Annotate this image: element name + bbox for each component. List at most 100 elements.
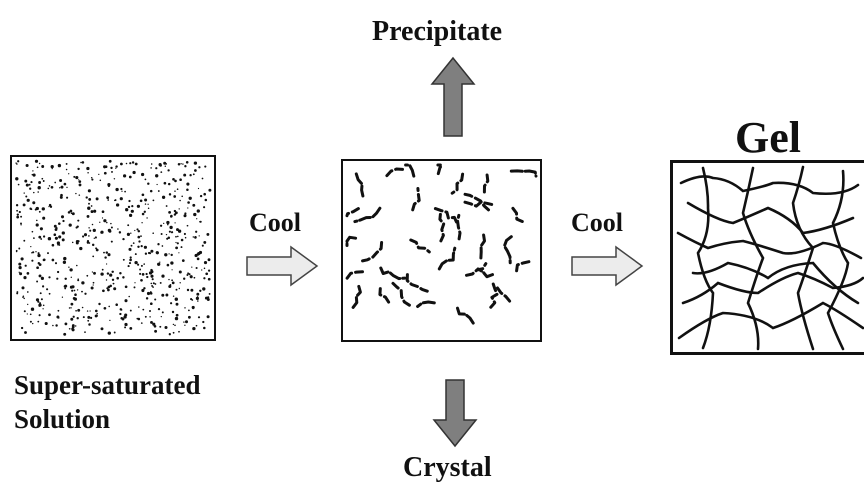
solute-dot xyxy=(128,295,130,298)
solute-dot xyxy=(92,281,95,284)
solute-dot xyxy=(59,195,63,199)
solute-dot xyxy=(178,270,182,274)
solute-dot xyxy=(98,302,101,306)
solute-dot xyxy=(174,297,178,301)
solute-dot xyxy=(163,222,165,225)
solute-dot xyxy=(71,328,75,332)
solute-dot xyxy=(76,289,79,291)
solute-dot xyxy=(194,253,198,258)
solute-dot xyxy=(24,179,28,183)
solute-dot xyxy=(134,282,136,284)
solute-dot xyxy=(16,215,20,219)
solute-dot xyxy=(115,165,118,168)
solute-dot xyxy=(115,167,117,169)
solute-dot xyxy=(103,306,107,310)
solute-dot xyxy=(127,265,130,268)
solute-dot xyxy=(208,188,212,192)
solute-dot xyxy=(94,309,98,313)
solute-dot xyxy=(106,287,109,290)
solute-dot xyxy=(92,255,95,258)
solute-dot xyxy=(42,258,45,262)
solute-dot xyxy=(41,276,44,279)
solute-dot xyxy=(140,264,143,267)
gel-box xyxy=(670,160,864,355)
solute-dot xyxy=(124,299,128,303)
solute-dot xyxy=(124,313,128,317)
solute-dot xyxy=(84,331,86,333)
solute-dot xyxy=(184,214,187,217)
solute-dot xyxy=(160,315,162,318)
solute-dot xyxy=(167,169,170,172)
solute-dot xyxy=(163,181,167,185)
solute-dot xyxy=(192,173,195,176)
solute-dot xyxy=(144,315,147,318)
solute-dot xyxy=(182,163,184,165)
solute-dot xyxy=(71,289,74,292)
solute-dot xyxy=(63,332,67,336)
solute-dot xyxy=(64,322,68,326)
solute-dot xyxy=(172,331,175,334)
solute-dot xyxy=(75,309,77,312)
solute-dot xyxy=(94,314,98,318)
solute-dot xyxy=(105,279,108,281)
solute-dot xyxy=(141,173,145,176)
solute-dot xyxy=(156,183,158,186)
solute-dot xyxy=(124,326,127,329)
solute-dot xyxy=(120,187,123,191)
aggregate-chain xyxy=(404,163,416,178)
aggregate-chain xyxy=(438,211,446,243)
solute-dot xyxy=(119,308,123,311)
solute-dot xyxy=(84,292,87,295)
solute-dot xyxy=(174,190,176,192)
solute-dot xyxy=(199,221,201,223)
aggregate-chain xyxy=(416,300,436,308)
solute-dot xyxy=(178,287,180,290)
solute-dot xyxy=(141,288,145,293)
solute-dot xyxy=(63,256,67,261)
solute-dot xyxy=(141,212,145,216)
solute-dot xyxy=(91,243,95,247)
solute-dot xyxy=(152,282,155,285)
solute-dot xyxy=(18,247,21,250)
precipitate-label: Precipitate xyxy=(372,16,503,47)
solute-dot xyxy=(91,178,94,181)
solute-dot xyxy=(175,235,177,238)
aggregate-chain xyxy=(345,270,364,280)
solution-caption-line2: Solution xyxy=(14,404,111,434)
solute-dot xyxy=(48,313,51,317)
solute-dot xyxy=(186,288,190,292)
solute-dot xyxy=(161,274,165,278)
solute-dot xyxy=(87,319,90,322)
solute-dot xyxy=(196,296,199,298)
solute-dot xyxy=(23,239,26,242)
aggregate-chain xyxy=(379,266,407,281)
solute-dot xyxy=(42,308,44,310)
solute-dot xyxy=(118,231,122,234)
solute-dot xyxy=(18,210,21,214)
aggregate-chain xyxy=(353,206,382,224)
solute-dot xyxy=(107,228,112,233)
solute-dot xyxy=(160,233,163,235)
solute-dot xyxy=(195,230,198,233)
solute-dot xyxy=(36,219,38,222)
solute-dot xyxy=(129,326,133,330)
solute-dot xyxy=(81,290,83,293)
solute-dot xyxy=(143,263,145,265)
solute-dot xyxy=(87,189,91,193)
solute-dot xyxy=(129,256,132,259)
solute-dot xyxy=(171,279,174,282)
solute-dot xyxy=(149,316,151,318)
up-arrow-icon xyxy=(430,56,476,137)
aggregate-chain xyxy=(354,172,365,198)
solute-dot xyxy=(124,285,128,289)
solute-dot xyxy=(86,239,90,243)
solute-dot xyxy=(68,173,70,175)
solute-dot xyxy=(110,166,113,170)
solute-dot xyxy=(187,272,190,275)
solute-dot xyxy=(202,320,205,324)
solute-dot xyxy=(122,276,125,279)
solute-dot xyxy=(72,296,76,300)
aggregate-chain xyxy=(463,200,495,208)
solute-dot xyxy=(82,235,85,238)
solute-dot xyxy=(140,235,142,237)
